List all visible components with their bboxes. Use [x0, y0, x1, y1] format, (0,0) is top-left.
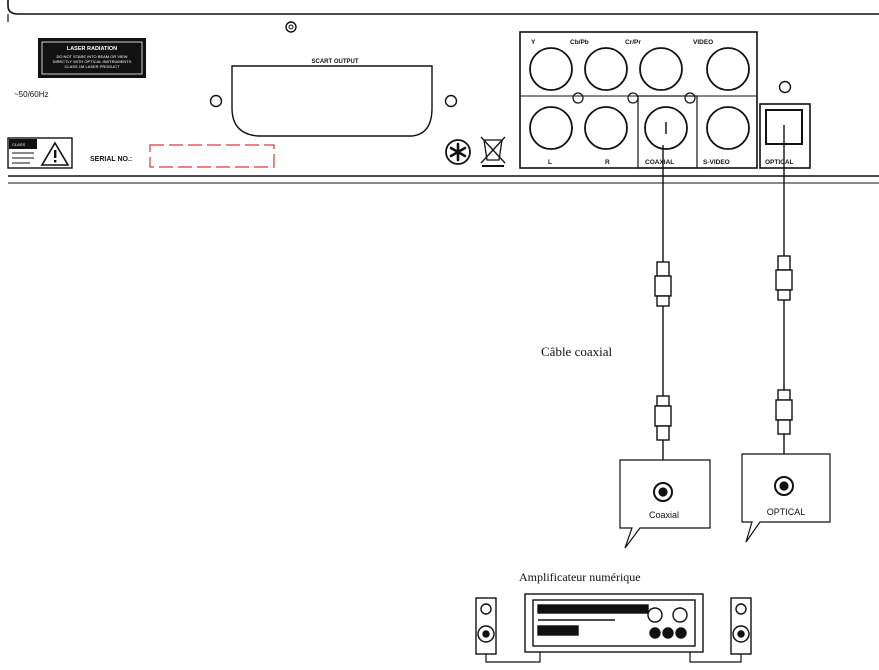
jack-s-video	[706, 106, 750, 150]
class-label-text: CLASS	[12, 142, 25, 147]
snowflake-icon	[445, 139, 471, 165]
jack-audio-l	[529, 106, 573, 150]
jack-s-video-label: S-VIDEO	[703, 159, 730, 166]
amp-optical-callout	[741, 453, 831, 543]
amplifier-label: Amplificateur numérique	[519, 570, 641, 584]
jack-cb-pb-label: Cb/Pb	[570, 39, 589, 46]
voltage-text: ~50/60Hz	[14, 90, 48, 99]
speaker-wires	[485, 652, 742, 663]
laser-label-title: LASER RADIATION	[67, 46, 117, 52]
player-rear-panel	[7, 0, 879, 184]
jack-y	[529, 47, 573, 91]
amplifier-icon	[524, 593, 704, 653]
laser-label-line1: DO NOT STARE INTO BEAM OR VIEW	[56, 54, 127, 59]
jack-r-label: R	[605, 159, 610, 166]
amp-coaxial-label: Coaxial	[649, 510, 679, 520]
jack-video-label: VIDEO	[693, 39, 713, 46]
laser-label-line2: DIRECTLY WITH OPTICAL INSTRUMENTS	[53, 59, 132, 64]
amp-optical-label: OPTICAL	[767, 507, 806, 517]
jack-cr-pr	[639, 47, 683, 91]
jack-coaxial	[644, 106, 688, 150]
jack-l-label: L	[548, 159, 552, 166]
jack-optical-label: OPTICAL	[765, 159, 794, 166]
laser-warning-label: LASER RADIATION DO NOT STARE INTO BEAM O…	[38, 38, 146, 78]
amp-coaxial-callout	[619, 459, 711, 549]
class-warning-badge: CLASS	[7, 137, 73, 169]
laser-label-line3: CLASS 1M LASER PRODUCT	[65, 64, 120, 69]
coaxial-cable	[654, 145, 672, 478]
jack-cb-pb	[584, 47, 628, 91]
weee-bin-icon	[480, 136, 506, 167]
serial-label: SERIAL NO.:	[90, 156, 132, 163]
serial-number-box	[149, 144, 275, 168]
jack-video	[706, 47, 750, 91]
scart-label: SCART OUTPUT	[312, 59, 359, 65]
jack-audio-r	[584, 106, 628, 150]
optical-cable	[775, 125, 793, 472]
jack-coaxial-label: COAXIAL	[645, 159, 674, 166]
coaxial-cable-label: Câble coaxial	[541, 344, 612, 359]
optical-output-block	[759, 80, 811, 169]
left-speaker-icon	[475, 597, 497, 655]
right-speaker-icon	[730, 597, 752, 655]
jack-y-label: Y	[531, 39, 536, 46]
jack-cr-pr-label: Cr/Pr	[625, 39, 641, 46]
scart-output-connector	[209, 65, 458, 137]
av-jack-panel	[519, 31, 758, 169]
